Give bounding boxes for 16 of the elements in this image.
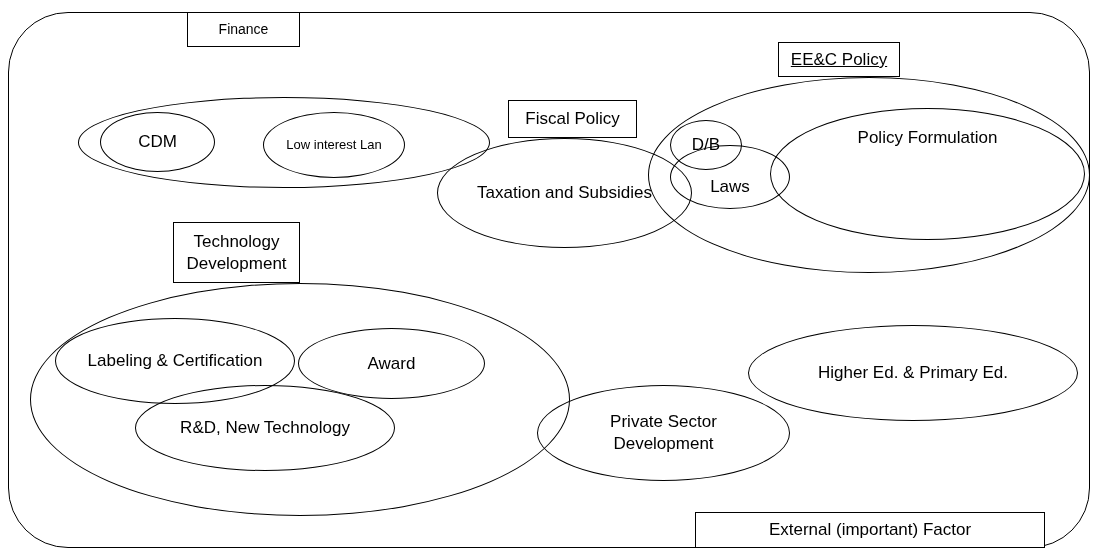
heading-label: Technology Development bbox=[173, 222, 300, 283]
heading-label: External (important) Factor bbox=[695, 512, 1045, 548]
ellipse-label: D/B bbox=[690, 133, 722, 156]
ellipse-label: R&D, New Technology bbox=[179, 416, 351, 439]
ellipse-label: Laws bbox=[709, 175, 751, 198]
ellipse-label: Labeling & Certification bbox=[86, 349, 264, 372]
heading-label: Fiscal Policy bbox=[508, 100, 637, 138]
ellipse-label: Policy Formulation bbox=[856, 126, 999, 149]
heading-label: Finance bbox=[187, 12, 300, 47]
heading-label: EE&C Policy bbox=[778, 42, 900, 77]
ellipse-label: Award bbox=[366, 352, 417, 375]
ellipse-label: CDM bbox=[137, 130, 178, 153]
ellipse-label: Higher Ed. & Primary Ed. bbox=[817, 361, 1009, 384]
ellipse-label: Taxation and Subsidies bbox=[476, 181, 653, 204]
ellipse-label: Private Sector Development bbox=[609, 410, 718, 455]
ellipse-label: Low interest Lan bbox=[285, 136, 383, 154]
